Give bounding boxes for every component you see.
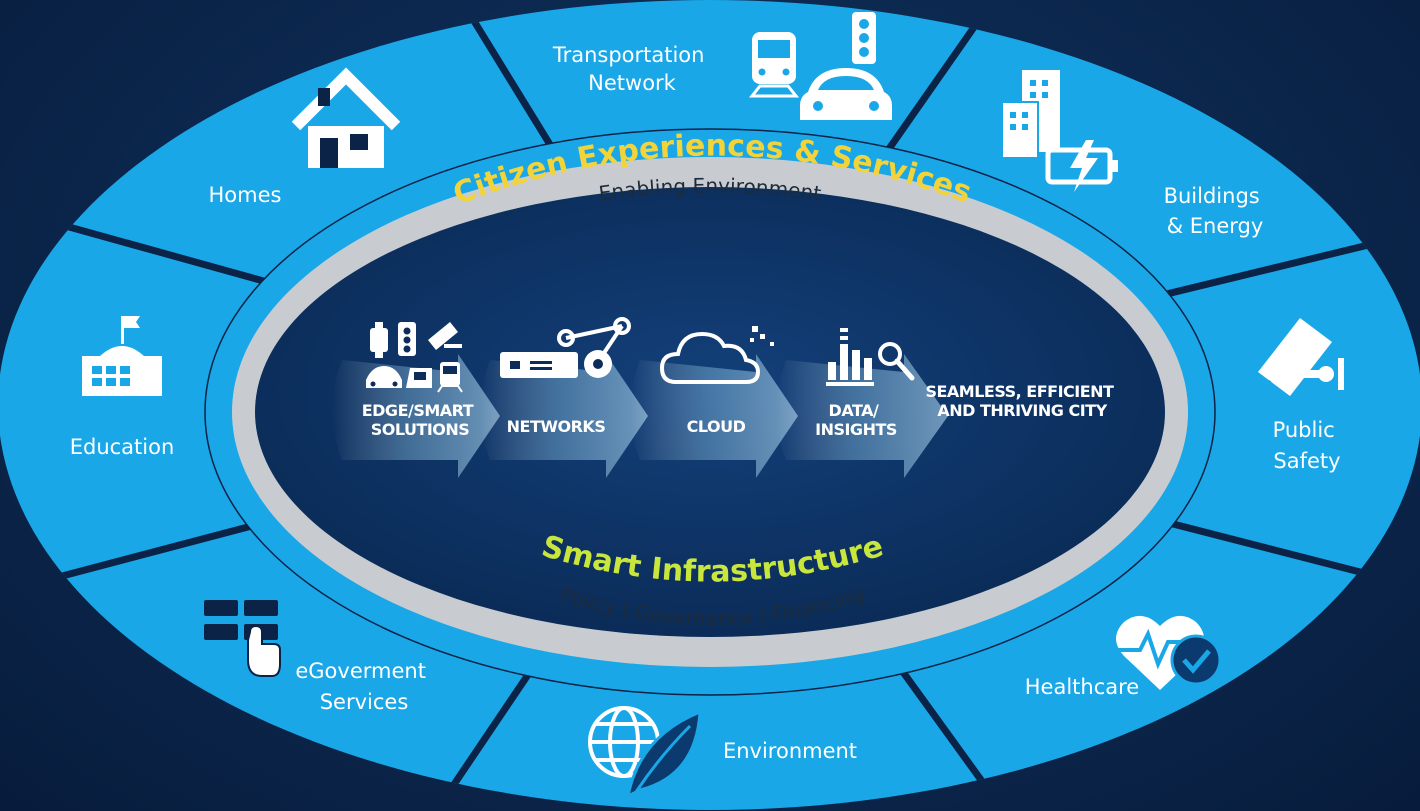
house-icon: [291, 67, 401, 168]
heart-monitor-icon: [1116, 615, 1204, 690]
kiosk-icon: [406, 368, 432, 388]
traffic-light-icon: [852, 12, 876, 64]
touch-screen-icon: [204, 600, 281, 677]
segment-label-egovernment: eGoverment Services: [295, 659, 432, 714]
school-icon: [82, 316, 162, 396]
segment-label-education: Education: [70, 435, 175, 459]
segment-label-healthcare: Healthcare: [1025, 675, 1139, 699]
result-label: SEAMLESS, EFFICIENT AND THRIVING CITY: [925, 382, 1118, 420]
cloud-icon: [659, 326, 774, 384]
bar-chart-icon: [826, 328, 874, 386]
segment-label-environment: Environment: [723, 739, 857, 763]
flow-arrow: [630, 354, 798, 478]
buildings-icon: [1001, 70, 1060, 159]
segment-label-public-safety: Public Safety: [1273, 418, 1342, 473]
traffic-light-icon: [398, 322, 416, 356]
check-badge-icon: [1170, 634, 1222, 686]
stage-label-cloud: CLOUD: [687, 417, 746, 436]
car-icon: [366, 366, 402, 388]
train-icon: [748, 32, 800, 98]
leaf-icon: [625, 709, 702, 799]
train-icon: [437, 362, 463, 393]
globe-icon: [588, 706, 660, 778]
flow-arrow: [776, 354, 948, 478]
stage-label-networks: NETWORKS: [507, 417, 606, 436]
segment-label-homes: Homes: [209, 183, 282, 207]
segment-label-buildings: Buildings & Energy: [1164, 184, 1267, 238]
smartwatch-icon: [370, 322, 388, 358]
segment-label-transportation: Transportation Network: [552, 43, 711, 95]
battery-icon: [1045, 140, 1118, 192]
flow-arrow: [480, 354, 648, 478]
network-nodes-icon: [557, 317, 631, 378]
stage-label-data: DATA/ INSIGHTS: [815, 401, 897, 439]
network-switch-icon: [500, 352, 578, 378]
magnifier-icon: [878, 342, 915, 381]
stage-label-edge: EDGE/SMART SOLUTIONS: [362, 401, 479, 439]
camera-icon: [428, 322, 462, 350]
car-icon: [800, 68, 892, 120]
security-camera-icon: [1258, 318, 1344, 396]
